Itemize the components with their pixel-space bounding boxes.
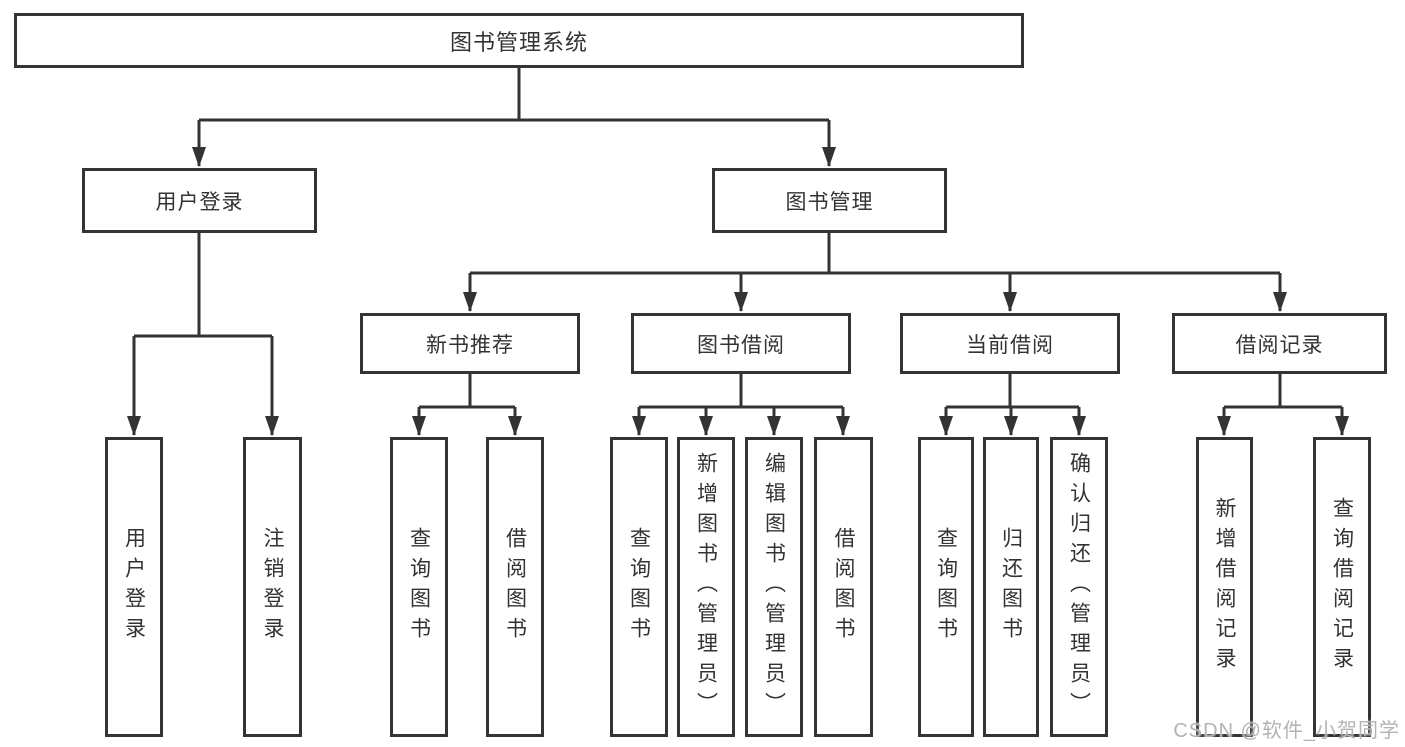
leaf-recommend-query-books: 查询图书 [390, 437, 448, 737]
leaf-query-borrow-record-label: 查询借阅记录 [1330, 497, 1354, 677]
node-book-borrow-label: 图书借阅 [697, 333, 785, 357]
leaf-logout: 注销登录 [243, 437, 302, 737]
node-borrow-records: 借阅记录 [1172, 313, 1387, 374]
leaf-user-login-label: 用户登录 [122, 527, 146, 647]
leaf-borrow-books-label: 借阅图书 [832, 527, 855, 647]
leaf-recommend-query-books-label: 查询图书 [407, 527, 431, 647]
node-book-management: 图书管理 [712, 168, 947, 233]
leaf-return-books-label: 归还图书 [999, 527, 1023, 647]
connector-book-management-children [463, 233, 1287, 312]
node-book-borrow: 图书借阅 [631, 313, 851, 374]
connector-user-login-children [127, 233, 279, 436]
leaf-current-query-books-label: 查询图书 [934, 527, 958, 647]
leaf-add-books-admin: 新增图书（管理员） [677, 437, 735, 737]
leaf-edit-books-admin-label: 编辑图书（管理员） [762, 452, 786, 722]
node-user-login-label: 用户登录 [155, 190, 244, 214]
node-current-borrow: 当前借阅 [900, 313, 1120, 374]
leaf-confirm-return-admin-label: 确认归还（管理员） [1067, 452, 1091, 722]
leaf-user-login: 用户登录 [105, 437, 163, 737]
node-root-system: 图书管理系统 [14, 13, 1024, 68]
leaf-edit-books-admin: 编辑图书（管理员） [745, 437, 803, 737]
leaf-add-borrow-record-label: 新增借阅记录 [1213, 497, 1236, 677]
leaf-borrow-query-books: 查询图书 [610, 437, 668, 737]
connector-root-to-level2 [192, 68, 836, 167]
connector-book-borrow-children [632, 374, 850, 436]
leaf-return-books: 归还图书 [983, 437, 1039, 737]
leaf-confirm-return-admin: 确认归还（管理员） [1050, 437, 1108, 737]
connector-new-book-children [412, 374, 522, 436]
csdn-watermark: CSDN @软件_小贺同学 [1173, 720, 1400, 742]
leaf-query-borrow-record: 查询借阅记录 [1313, 437, 1371, 737]
leaf-logout-label: 注销登录 [261, 527, 284, 647]
node-borrow-records-label: 借阅记录 [1235, 333, 1324, 357]
connector-current-borrow-children [939, 374, 1086, 436]
leaf-add-borrow-record: 新增借阅记录 [1196, 437, 1253, 737]
leaf-current-query-books: 查询图书 [918, 437, 974, 737]
leaf-add-books-admin-label: 新增图书（管理员） [694, 452, 718, 722]
leaf-borrow-books: 借阅图书 [814, 437, 873, 737]
node-new-book-recommend-label: 新书推荐 [426, 333, 514, 357]
leaf-recommend-borrow-books: 借阅图书 [486, 437, 544, 737]
node-current-borrow-label: 当前借阅 [966, 333, 1054, 357]
node-root-label: 图书管理系统 [449, 29, 588, 55]
node-book-management-label: 图书管理 [785, 190, 874, 214]
node-user-login: 用户登录 [82, 168, 317, 233]
leaf-borrow-query-books-label: 查询图书 [627, 527, 651, 647]
node-new-book-recommend: 新书推荐 [360, 313, 580, 374]
leaf-recommend-borrow-books-label: 借阅图书 [503, 527, 527, 647]
connector-borrow-records-children [1217, 374, 1349, 436]
